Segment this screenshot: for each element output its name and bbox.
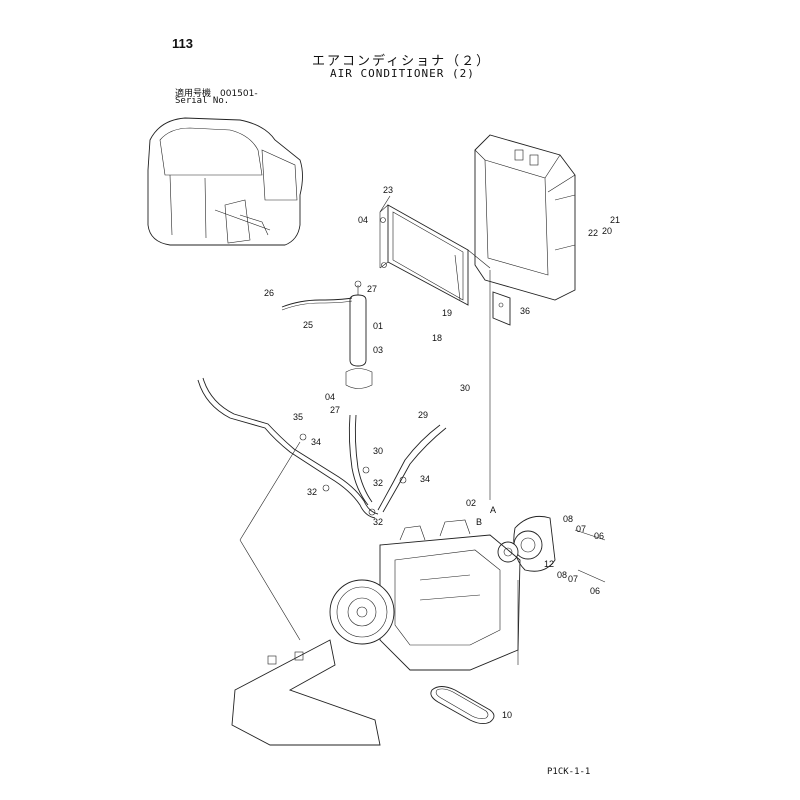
callout-29: 29 [418,410,428,420]
callout-34: 34 [311,437,321,447]
callout-04: 04 [325,392,335,402]
callout-26: 26 [264,288,274,298]
serial-label: Serial No. [175,96,230,106]
page-title: AIR CONDITIONER (2) [330,67,475,80]
callout-07: 07 [576,524,586,534]
hose-assembly [197,377,447,519]
drive-belt-icon [430,686,495,725]
callout-27: 27 [330,405,340,415]
callout-labels: 23 04 21 22 20 26 27 25 01 19 36 18 03 0… [264,185,620,720]
callout-01: 01 [373,321,383,331]
engine-icon [329,519,521,671]
callout-35: 35 [293,412,303,422]
callout-04: 04 [358,215,368,225]
compressor-icon [497,515,606,583]
receiver-drier-icon [345,280,373,389]
excavator-cab-icon [147,117,303,246]
callout-06: 06 [594,531,604,541]
sheet-code: P1CK-1-1 [547,767,591,777]
callout-20: 20 [602,226,612,236]
callout-30: 30 [460,383,470,393]
condenser-icon [379,204,469,306]
callout-27: 27 [367,284,377,294]
callout-06: 06 [590,586,600,596]
callout-21: 21 [610,215,620,225]
callout-36: 36 [520,306,530,316]
radiator-frame [474,134,576,301]
callout-02: 02 [466,498,476,508]
callout-19: 19 [442,308,452,318]
callout-08: 08 [557,570,567,580]
callout-23: 23 [383,185,393,195]
callout-b: B [476,517,482,527]
base-plate [231,639,381,746]
reference-lines [239,195,519,665]
callout-07: 07 [568,574,578,584]
page-number: 113 [172,36,193,51]
callout-32: 32 [307,487,317,497]
callout-34: 34 [420,474,430,484]
callout-30: 30 [373,446,383,456]
serial-label-japanese: 適用号機 001501- [175,89,258,99]
callout-10: 10 [502,710,512,720]
callout-08: 08 [563,514,573,524]
bracket [492,291,511,326]
hose [281,297,353,308]
callout-18: 18 [432,333,442,343]
page-title-japanese: エアコンディショナ（２） [312,54,492,69]
callout-32: 32 [373,478,383,488]
callout-32: 32 [373,517,383,527]
callout-a: A [490,505,496,515]
callout-25: 25 [303,320,313,330]
callout-22: 22 [588,228,598,238]
callout-03: 03 [373,345,383,355]
callout-12: 12 [544,559,554,569]
